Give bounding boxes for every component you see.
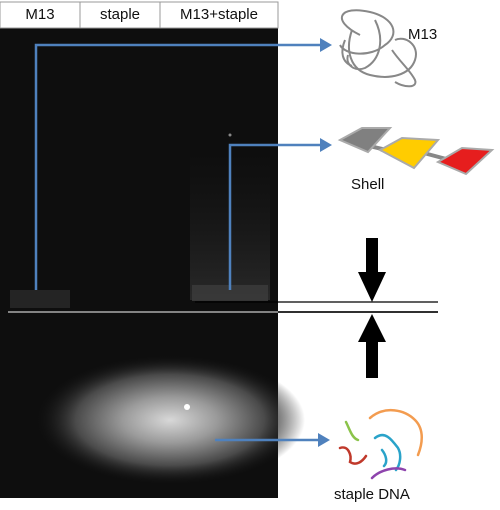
lane-label-1: M13: [25, 6, 55, 23]
staple-strands-icon: [338, 409, 423, 480]
lane-header: [0, 1, 279, 29]
m13-label: M13: [408, 26, 438, 43]
up-arrow-icon: [358, 314, 386, 378]
m13-arrow: [34, 38, 332, 290]
shell-tiles-icon: [337, 127, 495, 176]
shell-band: [192, 285, 268, 301]
staple-arrow: [215, 433, 330, 447]
staple-dna-smear: [35, 355, 305, 485]
m13-band: [10, 290, 70, 308]
m13-loop-icon: [339, 9, 417, 88]
lane-label-3: M13+staple: [180, 6, 258, 23]
shell-label: Shell: [351, 176, 385, 193]
bright-speck: [184, 404, 190, 410]
shell-arrow: [228, 138, 332, 290]
lane-label-2: staple: [99, 6, 141, 23]
down-arrow-icon: [358, 238, 386, 302]
dim-speck: [228, 133, 232, 137]
staple-dna-label: staple DNA: [334, 486, 410, 503]
